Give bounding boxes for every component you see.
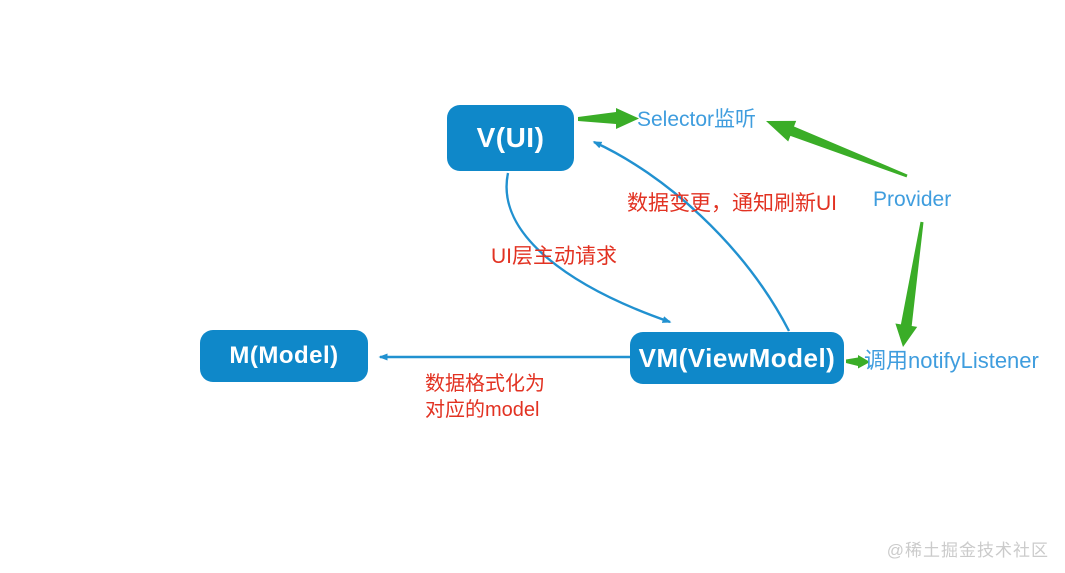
- selector-listen-label: Selector监听: [637, 108, 757, 131]
- arrow-provider-to-notify: [895, 221, 924, 347]
- arrow-provider-to-selector: [766, 120, 908, 178]
- watermark: @稀土掘金技术社区: [886, 541, 1049, 560]
- node-viewmodel-label: VM(ViewModel): [638, 342, 836, 373]
- notify-listener-label: 调用notifyListener: [864, 348, 1039, 373]
- node-view-label: V(UI): [476, 122, 545, 153]
- format-model-label: 数据格式化为 对应的model: [425, 371, 545, 423]
- node-model-label: M(Model): [229, 342, 339, 369]
- node-model: M(Model): [200, 330, 368, 382]
- format-model-line2: 对应的model: [425, 399, 540, 421]
- arrow-view-to-selector: [578, 108, 639, 129]
- data-change-label: 数据变更，通知刷新UI: [627, 192, 837, 215]
- arrow-viewmodel-to-notify: [846, 355, 870, 369]
- provider-label: Provider: [873, 188, 952, 211]
- arrow-viewmodel-to-view: [592, 140, 791, 332]
- node-viewmodel: VM(ViewModel): [630, 332, 844, 384]
- format-model-line1: 数据格式化为: [425, 373, 545, 395]
- node-view: V(UI): [447, 105, 574, 171]
- ui-request-label: UI层主动请求: [491, 245, 617, 268]
- arrow-view-to-viewmodel: [505, 172, 672, 324]
